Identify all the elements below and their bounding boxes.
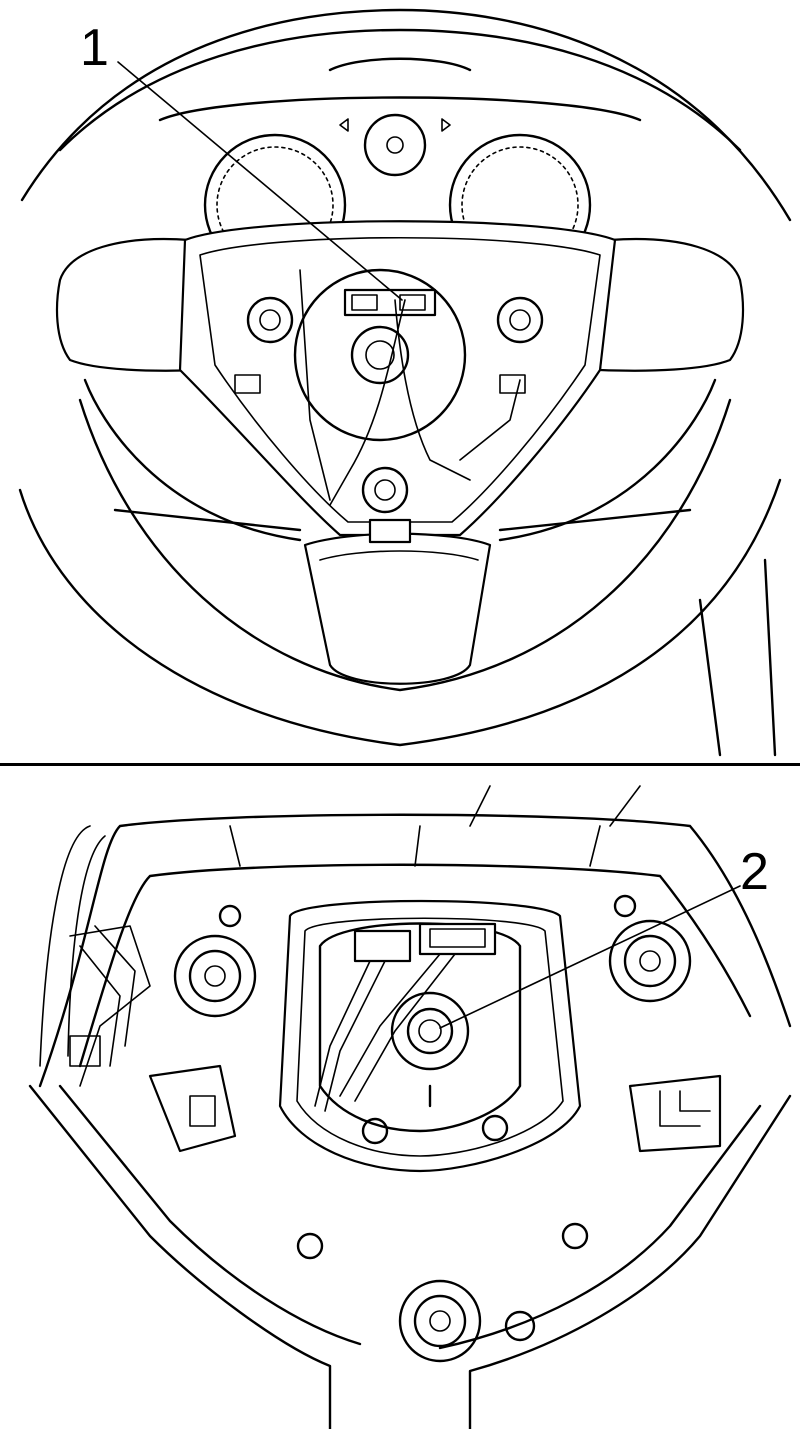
centre-screw xyxy=(390,991,470,1108)
steering-wheel-overview-drawing: 1 xyxy=(18,8,792,757)
wheel-rim xyxy=(18,8,792,747)
left-wire-harness xyxy=(69,925,151,1087)
bottom-spoke-cover xyxy=(303,518,492,685)
airbag-connectors xyxy=(314,922,497,1112)
steering-wheel-overview-panel: 1 xyxy=(18,8,792,757)
callout-2-label: 2 xyxy=(740,843,769,901)
airbag-module-recess xyxy=(278,899,582,1173)
panel-divider xyxy=(0,763,800,766)
callout-1-leader xyxy=(117,61,403,301)
airbag-recess xyxy=(178,220,617,537)
retaining-brackets xyxy=(148,1064,722,1153)
steering-column xyxy=(698,558,777,757)
wheel-spokes xyxy=(55,237,745,542)
steering-hub-closeup-drawing: 2 xyxy=(28,785,792,1429)
hub-frame xyxy=(28,785,792,1429)
mounting-bolts xyxy=(173,894,692,1363)
steering-hub-closeup-panel: 2 xyxy=(0,766,800,1429)
callout-1-label: 1 xyxy=(80,19,109,77)
callout-2-leader xyxy=(439,885,741,1029)
